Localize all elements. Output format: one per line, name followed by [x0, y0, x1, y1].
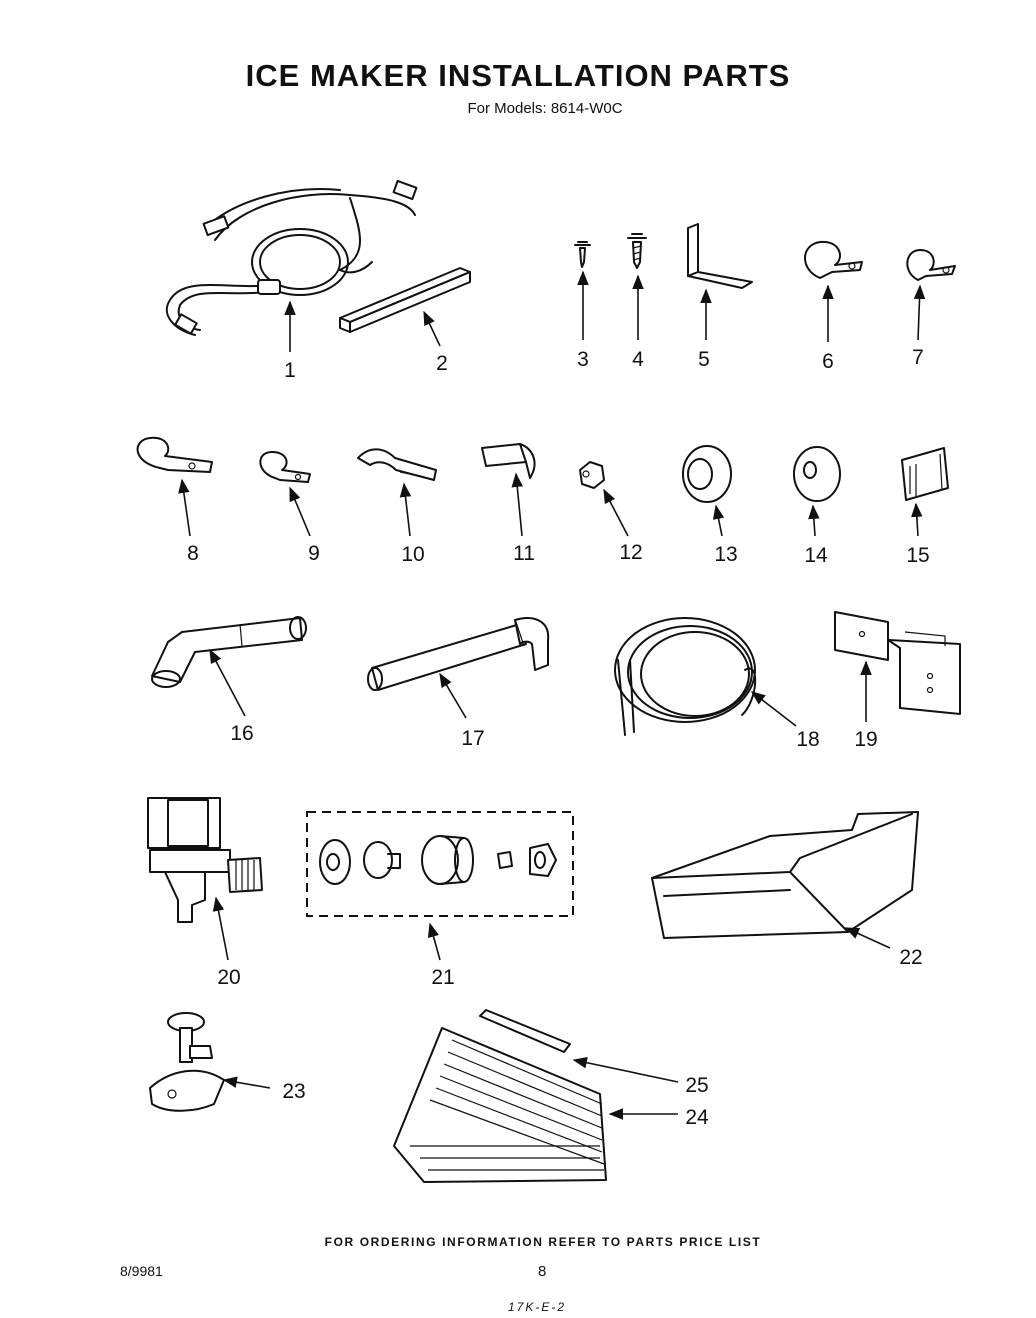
part-22-ice-bin	[651, 811, 919, 939]
callout-8: 8	[187, 542, 199, 565]
page-title: ICE MAKER INSTALLATION PARTS	[245, 58, 791, 93]
callout-25: 25	[685, 1074, 708, 1097]
callout-6: 6	[822, 350, 834, 373]
callout-arrows	[178, 270, 926, 1120]
part-17-fill-tube	[367, 617, 550, 691]
callout-1: 1	[284, 359, 296, 382]
ordering-note: FOR ORDERING INFORMATION REFER TO PARTS …	[324, 1235, 762, 1249]
part-25-strip	[479, 1009, 571, 1053]
page-subtitle: For Models: 8614-W0C	[467, 100, 623, 117]
callout-7: 7	[912, 346, 924, 369]
part-16-fill-tube-elbow	[151, 616, 307, 688]
callout-3: 3	[577, 348, 589, 371]
part-5-bracket	[687, 223, 753, 289]
callout-23: 23	[282, 1080, 305, 1103]
callout-5: 5	[698, 348, 710, 371]
callout-numbers: 1 2 3 4 5 6 7 8 9 10 11 12 13 14 15 16 1…	[187, 346, 930, 1129]
part-18-water-tubing-coil	[614, 617, 757, 736]
part-10-clamp	[357, 448, 437, 481]
callout-18: 18	[796, 728, 819, 751]
callout-15: 15	[906, 544, 929, 567]
callout-21: 21	[431, 966, 454, 989]
part-14-washer	[793, 446, 841, 502]
callout-14: 14	[804, 544, 828, 567]
callout-12: 12	[619, 541, 642, 564]
part-13-grommet	[682, 445, 732, 503]
document-number: 8/9981	[120, 1263, 163, 1279]
part-1-wire-harness	[165, 179, 418, 336]
part-23-saddle-valve	[149, 1012, 225, 1112]
callout-24: 24	[685, 1106, 709, 1129]
callout-16: 16	[230, 722, 253, 745]
part-6-clamp	[804, 240, 863, 279]
part-9-clamp	[259, 451, 311, 483]
part-2-channel	[339, 267, 471, 333]
callout-9: 9	[308, 542, 320, 565]
part-11-clip	[481, 443, 536, 479]
part-19-mounting-bracket	[834, 611, 961, 715]
part-4-screw	[627, 233, 647, 269]
part-7-clamp	[906, 249, 956, 281]
callout-22: 22	[899, 946, 922, 969]
callout-11: 11	[513, 542, 535, 565]
handwritten-note: 17K-E-2	[508, 1300, 567, 1314]
callout-2: 2	[436, 352, 448, 375]
callout-20: 20	[217, 966, 240, 989]
callout-13: 13	[714, 543, 737, 566]
callout-4: 4	[632, 348, 644, 371]
callout-19: 19	[854, 728, 877, 751]
part-8-clamp	[136, 436, 213, 473]
part-3-screw	[574, 241, 591, 268]
callout-17: 17	[461, 727, 484, 750]
page-number: 8	[538, 1263, 547, 1280]
part-24-shelf-grid	[393, 1027, 607, 1183]
callout-10: 10	[401, 543, 424, 566]
part-15-spacer	[901, 447, 949, 501]
part-12-nut	[579, 461, 605, 489]
part-21-valve-fitting-kit	[306, 811, 574, 917]
part-20-water-valve	[147, 797, 263, 923]
